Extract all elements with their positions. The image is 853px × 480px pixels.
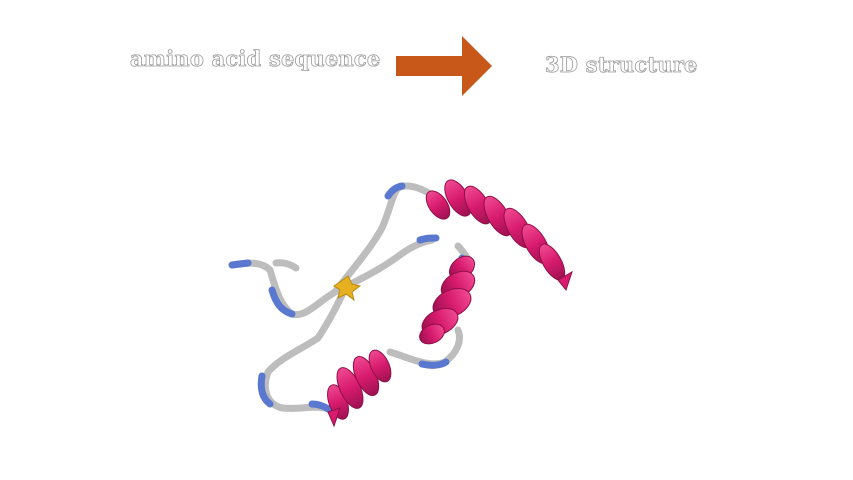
helix-bottom bbox=[327, 349, 392, 428]
helix-top bbox=[425, 179, 573, 292]
disulfide-bond bbox=[333, 275, 362, 302]
arrow-shape bbox=[396, 36, 492, 96]
3d-structure-label: 3D structure bbox=[545, 52, 698, 78]
helix-middle bbox=[419, 255, 476, 345]
amino-acid-sequence-label: amino acid sequence bbox=[130, 46, 381, 72]
protein-ribbon-illustration bbox=[228, 179, 573, 428]
right-arrow-icon bbox=[396, 36, 492, 96]
